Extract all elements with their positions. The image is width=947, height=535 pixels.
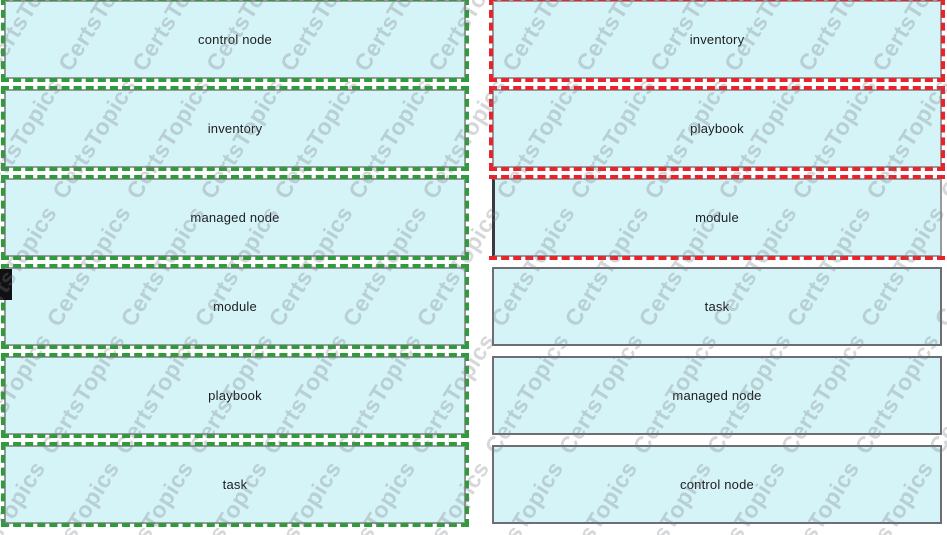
left-options-column: control node inventory managed node module p… [1, 0, 469, 534]
left-option-managed-node[interactable]: managed node [1, 175, 469, 260]
right-option-module[interactable]: module [489, 175, 945, 260]
option-label: control node [680, 477, 754, 492]
left-option-inventory[interactable]: inventory [1, 86, 469, 171]
option-label: managed node [190, 210, 280, 225]
right-option-managed-node[interactable]: managed node [492, 356, 942, 435]
left-option-module[interactable]: module [1, 264, 469, 349]
right-option-inventory[interactable]: inventory [489, 0, 945, 82]
right-option-control-node[interactable]: control node [492, 445, 942, 524]
option-label: module [213, 299, 257, 314]
edge-artifact [0, 269, 12, 300]
right-options-column: inventory playbook module task managed node c… [489, 0, 945, 534]
option-label: playbook [690, 121, 744, 136]
option-label: inventory [689, 32, 745, 47]
option-label: control node [198, 32, 272, 47]
option-label: inventory [207, 121, 263, 136]
option-label: playbook [208, 388, 262, 403]
option-label: managed node [672, 388, 762, 403]
option-label: task [222, 477, 248, 492]
right-option-playbook[interactable]: playbook [489, 86, 945, 171]
left-option-control-node[interactable]: control node [1, 0, 469, 82]
left-option-task[interactable]: task [1, 442, 469, 527]
left-option-playbook[interactable]: playbook [1, 353, 469, 438]
option-label: task [704, 299, 730, 314]
right-option-task[interactable]: task [492, 267, 942, 346]
option-label: module [695, 210, 739, 225]
